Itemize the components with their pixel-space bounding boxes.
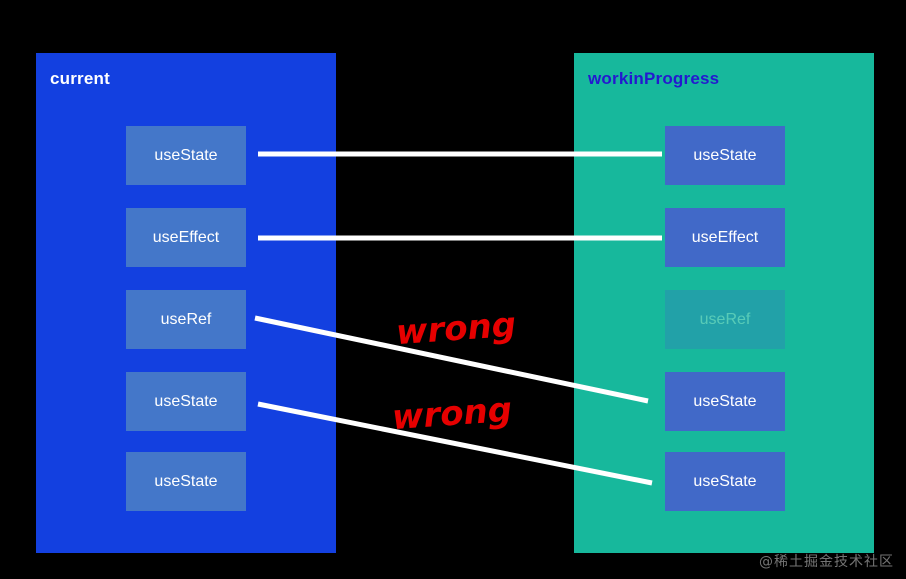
panel-workinprogress: workinProgress useState useEffect useRef… [574,53,874,553]
hook-label: useState [154,146,218,164]
panel-current-title: current [50,69,110,88]
hook-label: useEffect [152,228,220,246]
hook-label: useState [693,472,757,490]
hook-box-current-usestate-2: useState [126,372,246,431]
hook-label: useRef [160,310,212,328]
wrong-label-1: wrong [394,304,518,354]
hook-box-current-useref: useRef [126,290,246,349]
watermark: @稀土掘金技术社区 [759,554,894,570]
hook-box-wip-usestate-2: useState [665,372,785,431]
hook-label: useState [154,472,218,490]
panel-current: current useState useEffect useRef useSta… [36,53,336,553]
wrong-label-2: wrong [390,389,514,439]
panel-workinprogress-title: workinProgress [588,69,720,88]
hook-box-wip-useeffect: useEffect [665,208,785,267]
hook-label: useRef [699,310,751,328]
hook-label: useEffect [691,228,759,246]
hook-label: useState [693,392,757,410]
hook-box-current-usestate-1: useState [126,126,246,185]
hook-label: useState [693,146,757,164]
hook-box-current-usestate-3: useState [126,452,246,511]
hook-box-wip-usestate-1: useState [665,126,785,185]
hook-label: useState [154,392,218,410]
hook-box-wip-usestate-3: useState [665,452,785,511]
hook-box-current-useeffect: useEffect [126,208,246,267]
hook-box-wip-useref-disabled: useRef [665,290,785,349]
